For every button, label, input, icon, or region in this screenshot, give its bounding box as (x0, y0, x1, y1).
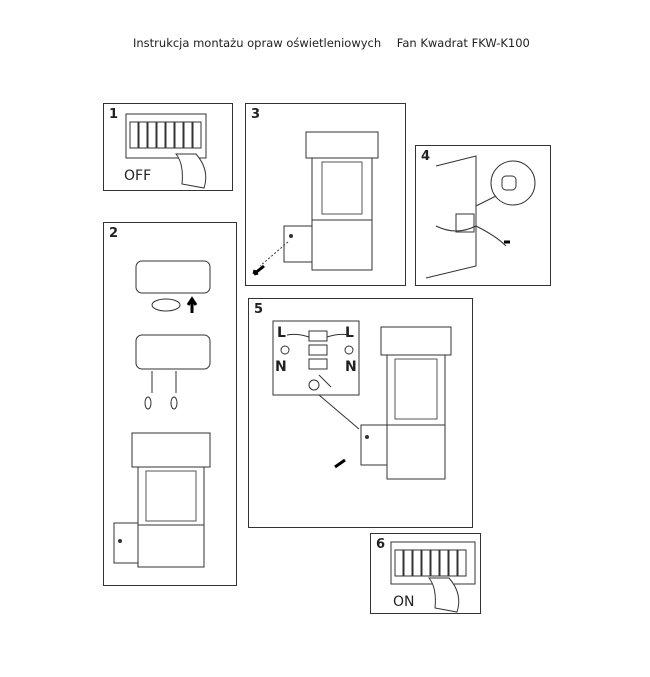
product-name: Fan Kwadrat FKW-K100 (396, 36, 530, 50)
wall-bracket-illustration (425, 155, 536, 279)
on-label: ON (393, 594, 415, 610)
step-2-panel: 2 (103, 222, 237, 586)
breaker-panel-on-illustration (390, 541, 476, 613)
step-number: 1 (109, 107, 119, 122)
step-number: 3 (251, 107, 261, 122)
step-number: 6 (376, 537, 386, 552)
wire-label-n-right: N (345, 359, 357, 375)
document-title: Instrukcja montażu opraw oświetleniowych… (133, 36, 542, 50)
step-5-panel: 5 L L N N (248, 298, 473, 528)
step-6-panel: 6 ON (370, 533, 481, 614)
step-number: 4 (421, 149, 431, 164)
breaker-panel-off-illustration (125, 113, 207, 189)
title-text: Instrukcja montażu opraw oświetleniowych (133, 36, 382, 50)
step-number: 5 (254, 302, 264, 317)
lamp-mounting-illustration (252, 131, 379, 276)
wire-label-n-left: N (275, 359, 287, 375)
off-label: OFF (124, 168, 152, 184)
step-number: 2 (109, 226, 119, 241)
step-1-panel: 1 OFF (103, 103, 233, 191)
wire-label-l-left: L (277, 325, 286, 341)
step-3-panel: 3 (245, 103, 406, 286)
wire-label-l-right: L (345, 325, 354, 341)
wiring-illustration (272, 320, 452, 480)
lamp-assembly-illustration (113, 260, 211, 568)
step-4-panel: 4 (415, 145, 551, 286)
